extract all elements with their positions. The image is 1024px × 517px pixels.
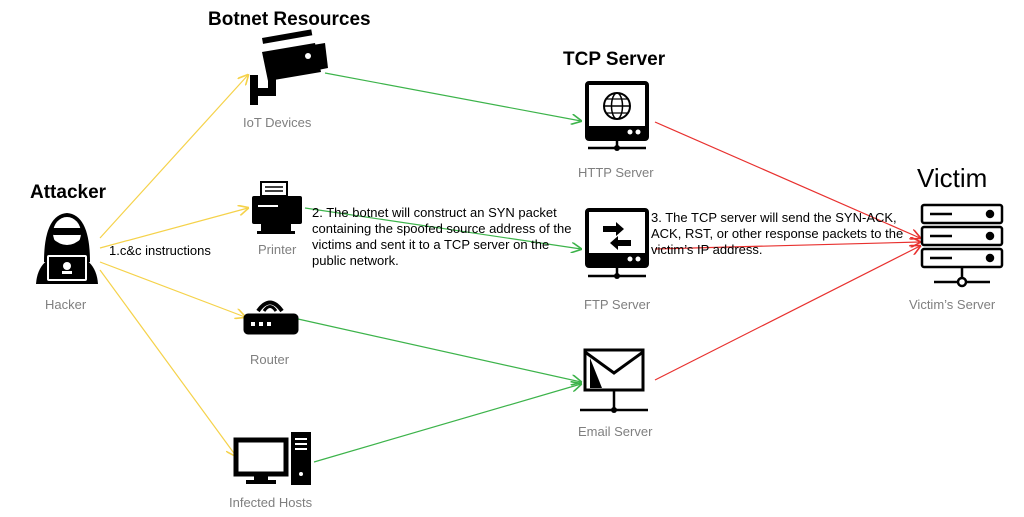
response-arrows [654,121,920,381]
infected-hosts-icon [233,432,311,485]
heading-attacker: Attacker [30,182,107,203]
email-server-icon [580,348,648,413]
arrow-email-to-victim [654,246,920,381]
arrow-hacker-to-iot [99,75,248,239]
label-infected-hosts: Infected Hosts [229,495,313,510]
label-iot-devices: IoT Devices [243,115,312,130]
arrow-printer-to-ftp [304,207,581,249]
ftp-server-icon [585,208,649,279]
arrow-hacker-to-printer [99,208,248,249]
command-arrows [99,75,248,456]
syn-arrows [297,72,581,463]
arrow-http-to-victim [654,121,920,238]
step-2-annotation: 2. The botnet will construct an SYN pack… [312,205,572,268]
step-1-annotation: 1.c&c instructions [109,243,211,258]
label-victim-server: Victim’s Server [909,297,996,312]
label-ftp-server: FTP Server [584,297,651,312]
arrow-hacker-to-hosts [99,269,236,456]
arrow-iot-to-http [324,72,581,121]
arrow-router-to-email [297,318,581,382]
iot-camera-icon [250,29,328,105]
label-http-server: HTTP Server [578,165,654,180]
victim-server-icon [920,203,1004,288]
http-server-icon [585,81,649,151]
heading-botnet-resources: Botnet Resources [208,9,371,30]
hacker-icon [36,213,98,284]
label-printer: Printer [258,242,297,257]
heading-victim: Victim [917,163,988,193]
arrow-hosts-to-email [313,384,581,463]
label-router: Router [250,352,290,367]
printer-icon [252,181,302,234]
label-hacker: Hacker [45,297,87,312]
label-email-server: Email Server [578,424,653,439]
router-icon [243,300,299,335]
arrow-hacker-to-router [99,261,245,317]
arrow-ftp-to-victim [654,242,920,250]
heading-tcp-server: TCP Server [563,49,666,70]
step-3-annotation: 3. The TCP server will send the SYN-ACK,… [651,210,904,257]
